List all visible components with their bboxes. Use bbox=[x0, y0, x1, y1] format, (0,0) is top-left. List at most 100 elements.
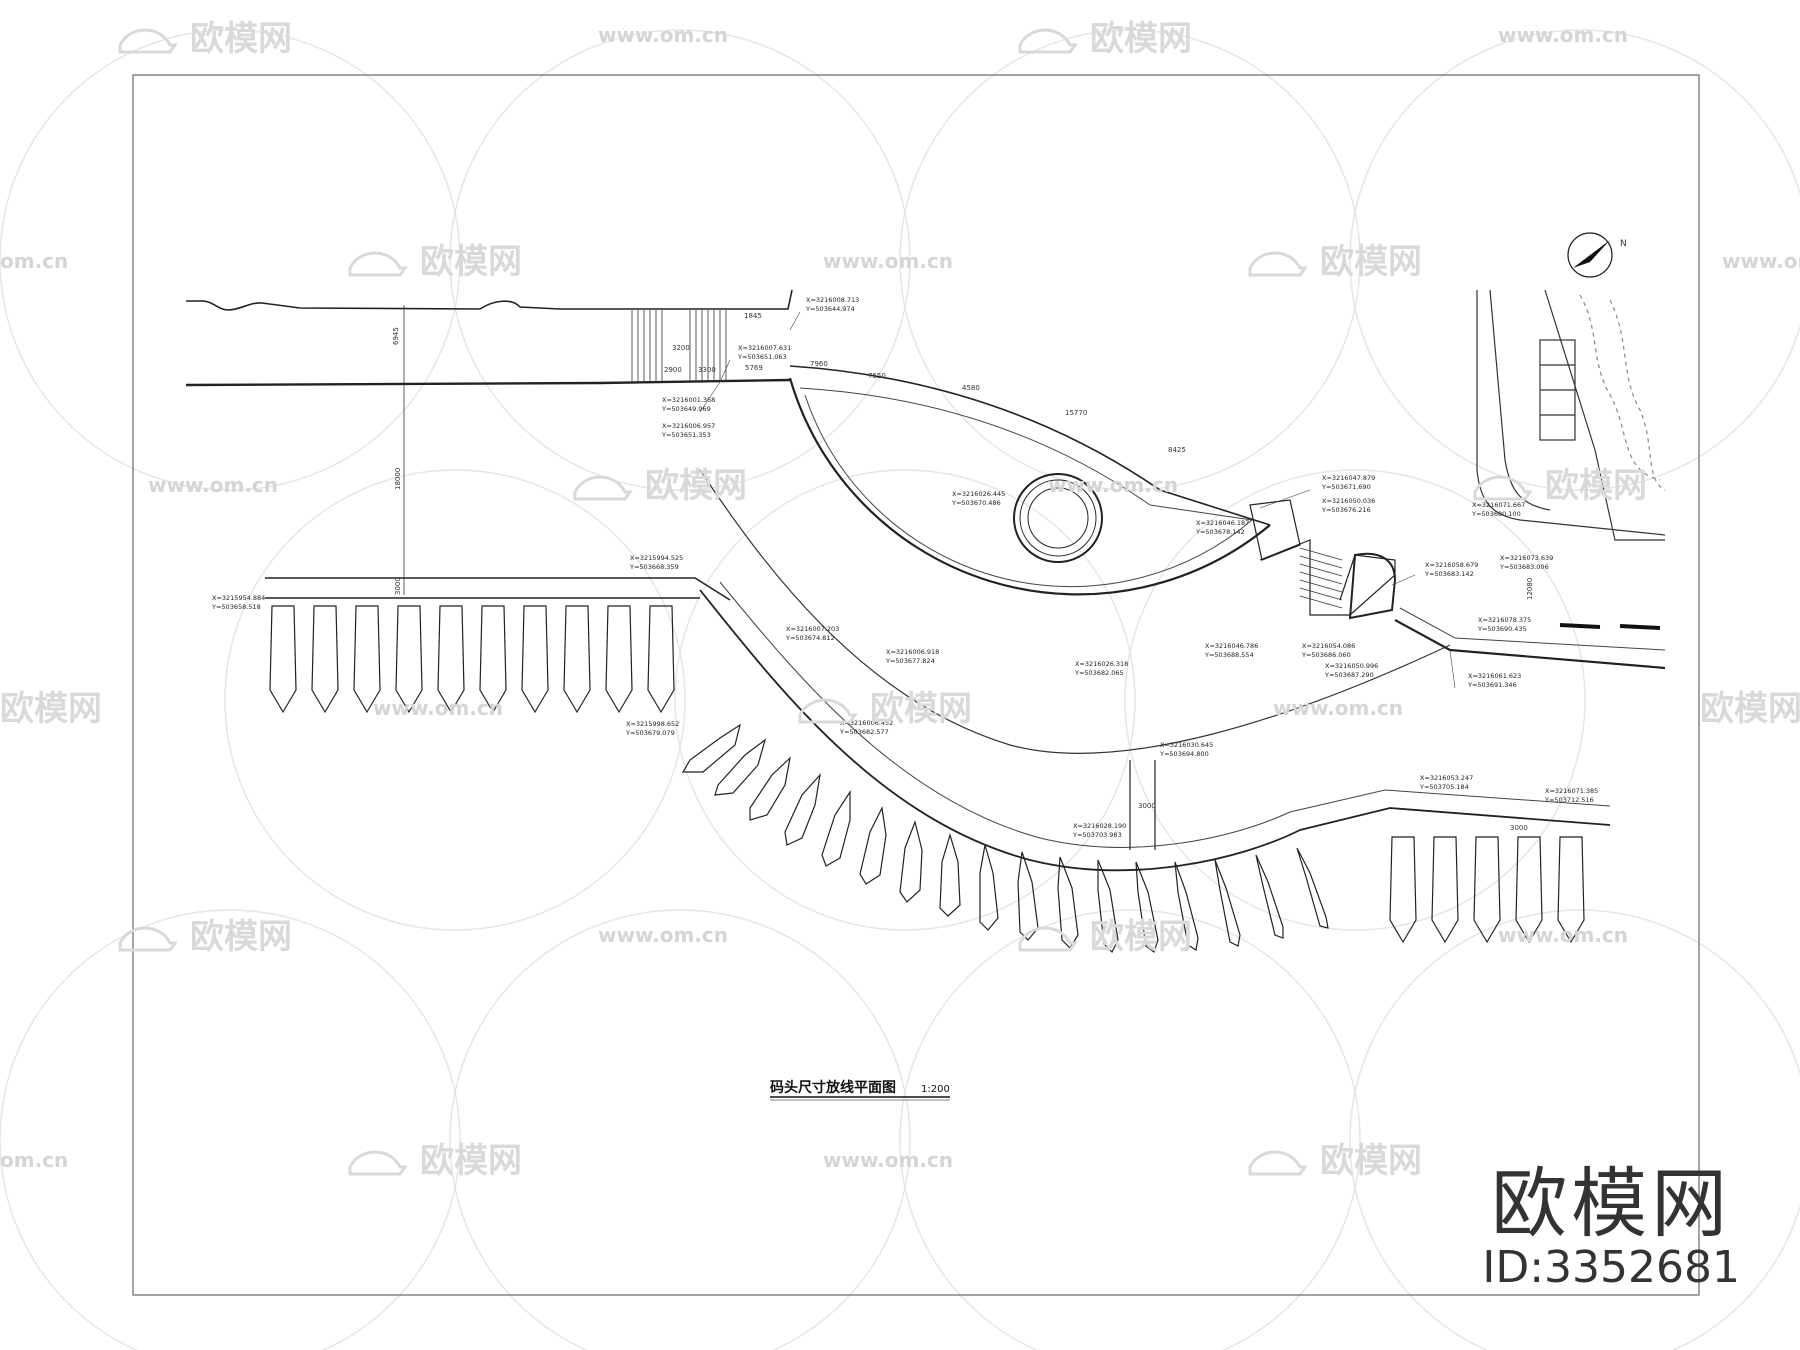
svg-text:Y=503671.690: Y=503671.690 bbox=[1321, 483, 1371, 491]
svg-text:Y=503679.079: Y=503679.079 bbox=[625, 729, 675, 737]
svg-text:X=3216071.667: X=3216071.667 bbox=[1472, 501, 1525, 509]
svg-text:Y=503668.359: Y=503668.359 bbox=[629, 563, 679, 571]
svg-text:Y=503686.060: Y=503686.060 bbox=[1301, 651, 1351, 659]
watermark-url: www.om.cn bbox=[598, 923, 728, 947]
outer-walkway-outer bbox=[699, 589, 1611, 872]
svg-text:X=3216046.187: X=3216046.187 bbox=[1196, 519, 1249, 527]
svg-text:Y=503683.142: Y=503683.142 bbox=[1424, 570, 1474, 578]
drawing-scale: 1:200 bbox=[921, 1084, 950, 1095]
brand-watermark-block: 欧模网 ID:3352681 bbox=[1482, 1166, 1740, 1295]
svg-text:X=3216046.786: X=3216046.786 bbox=[1205, 642, 1258, 650]
svg-text:Y=503649.969: Y=503649.969 bbox=[661, 405, 711, 413]
watermark-urls: www.om.cn www.om.cn www.om.cn www.om.cn … bbox=[0, 23, 1800, 1172]
watermark-logo: 欧模网 bbox=[190, 19, 292, 59]
dim-3300: 3300 bbox=[698, 366, 716, 374]
circular-pavilion bbox=[1013, 473, 1103, 563]
dim-3000b: 3000 bbox=[394, 577, 402, 595]
svg-text:Y=503682.577: Y=503682.577 bbox=[839, 728, 889, 736]
semicircle-platform-inner bbox=[804, 394, 1253, 588]
svg-text:X=3215954.884: X=3215954.884 bbox=[212, 594, 265, 602]
watermark-url: www.om.cn bbox=[148, 473, 278, 497]
svg-text:Y=503687.290: Y=503687.290 bbox=[1324, 671, 1374, 679]
watermark-url: www.om.cn bbox=[598, 23, 728, 47]
svg-text:X=3216058.679: X=3216058.679 bbox=[1425, 561, 1478, 569]
svg-text:X=3216001.368: X=3216001.368 bbox=[662, 396, 715, 404]
watermark-logo: 欧模网 bbox=[1090, 19, 1192, 59]
svg-text:Y=503676.216: Y=503676.216 bbox=[1321, 506, 1371, 514]
svg-text:Y=503644.974: Y=503644.974 bbox=[805, 305, 855, 313]
svg-text:X=3216078.375: X=3216078.375 bbox=[1478, 616, 1531, 624]
watermark-url-partial: om.cn bbox=[0, 1148, 68, 1172]
drawing-title-block: 码头尺寸放线平面图 1:200 bbox=[770, 1079, 950, 1101]
outer-walkway-inner bbox=[719, 581, 1611, 848]
svg-text:X=3215998.652: X=3215998.652 bbox=[626, 720, 679, 728]
svg-text:Y=503677.824: Y=503677.824 bbox=[885, 657, 935, 665]
watermark-logo: 欧模网 bbox=[190, 917, 292, 957]
svg-text:X=3215994.525: X=3215994.525 bbox=[630, 554, 683, 562]
dim-12080: 12080 bbox=[1526, 578, 1534, 600]
curved-boardwalk-inner bbox=[799, 387, 1253, 521]
svg-text:Y=503712.516: Y=503712.516 bbox=[1544, 796, 1594, 804]
svg-text:Y=503658.518: Y=503658.518 bbox=[211, 603, 261, 611]
dim-3200: 3200 bbox=[672, 344, 690, 352]
svg-text:Y=503705.184: Y=503705.184 bbox=[1419, 783, 1469, 791]
watermark-url: www.om.cn bbox=[823, 1148, 953, 1172]
dim-1845: 1845 bbox=[744, 312, 762, 320]
svg-text:X=3216061.623: X=3216061.623 bbox=[1468, 672, 1521, 680]
svg-text:X=3216007.631: X=3216007.631 bbox=[738, 344, 791, 352]
dim-5769: 5769 bbox=[745, 364, 763, 372]
dimension-labels: 1845 2900 3300 3200 5769 7960 7550 4580 … bbox=[392, 312, 1534, 832]
svg-text:Y=503651.353: Y=503651.353 bbox=[661, 431, 711, 439]
brand-name: 欧模网 bbox=[1491, 1159, 1732, 1249]
svg-text:X=3216006.918: X=3216006.918 bbox=[886, 648, 939, 656]
shoreline-line bbox=[186, 289, 793, 311]
svg-text:Y=503690.435: Y=503690.435 bbox=[1477, 625, 1527, 633]
watermark-url: www.om.cn bbox=[1048, 473, 1178, 497]
boat-berths-right bbox=[1389, 836, 1585, 944]
svg-text:X=3216006.957: X=3216006.957 bbox=[662, 422, 715, 430]
watermark-logo-icons bbox=[118, 28, 1533, 1176]
boat-berths-curve bbox=[681, 723, 1329, 954]
watermark-logo: 欧模网 bbox=[1320, 1141, 1422, 1181]
svg-text:Y=503674.812: Y=503674.812 bbox=[785, 634, 835, 642]
right-stair-block bbox=[1249, 499, 1397, 620]
watermark-url: www.om.cn bbox=[1498, 23, 1628, 47]
svg-text:X=3216073.639: X=3216073.639 bbox=[1500, 554, 1553, 562]
north-arrow: N bbox=[1567, 232, 1627, 278]
dim-6945: 6945 bbox=[392, 327, 400, 345]
svg-text:X=3216053.247: X=3216053.247 bbox=[1420, 774, 1473, 782]
svg-text:Y=503680.100: Y=503680.100 bbox=[1471, 510, 1521, 518]
svg-text:X=3216050.036: X=3216050.036 bbox=[1322, 497, 1375, 505]
svg-text:Y=503688.554: Y=503688.554 bbox=[1204, 651, 1254, 659]
svg-text:X=3216026.318: X=3216026.318 bbox=[1075, 660, 1128, 668]
dim-3000a: 3000 bbox=[1138, 802, 1156, 810]
watermark-url: www.om.cn bbox=[373, 696, 503, 720]
svg-text:X=3216054.086: X=3216054.086 bbox=[1302, 642, 1355, 650]
road-dashes bbox=[1559, 623, 1661, 630]
svg-text:Y=503670.486: Y=503670.486 bbox=[951, 499, 1001, 507]
drawing-frame bbox=[132, 74, 1700, 1296]
watermark-url-partial: om.cn bbox=[0, 249, 68, 273]
svg-text:Y=503678.142: Y=503678.142 bbox=[1195, 528, 1245, 536]
